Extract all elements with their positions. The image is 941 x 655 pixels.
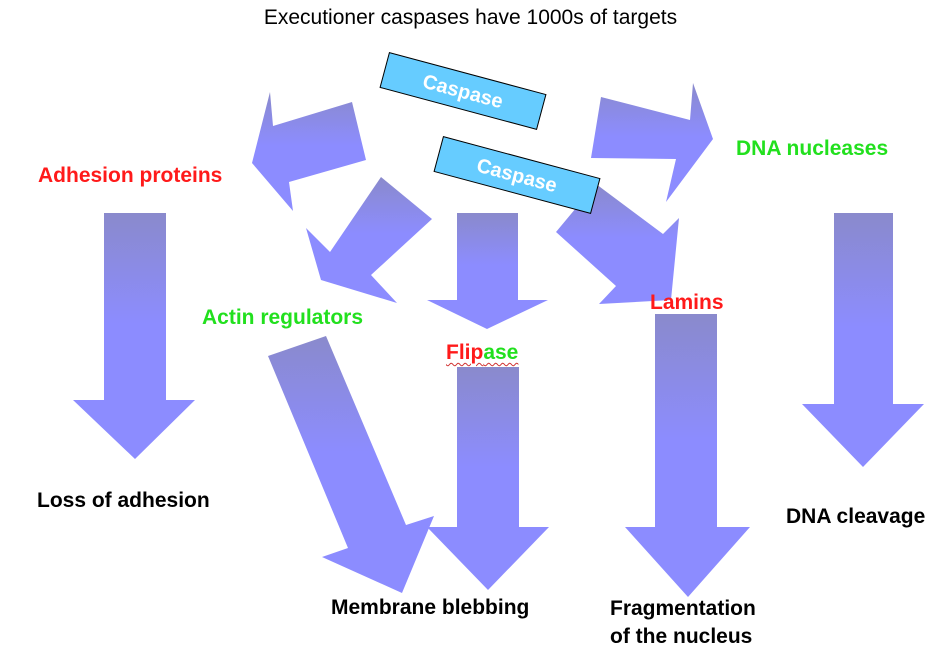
arrow-caspase-to-flipase — [427, 213, 548, 329]
outcome-fragmentation-line2: of the nucleus — [610, 625, 753, 648]
arrow-adhesion-to-loss — [73, 213, 195, 459]
arrow-caspase-to-nucleases — [591, 83, 713, 202]
arrow-lamins-to-fragmentation — [625, 314, 750, 597]
arrow-caspase-to-actin — [306, 177, 432, 303]
label-actin-regulators: Actin regulators — [202, 306, 364, 329]
outcome-loss-of-adhesion: Loss of adhesion — [37, 489, 210, 512]
arrow-flipase-to-blebbing — [427, 367, 549, 590]
caspase-box-1: Caspase — [379, 52, 547, 130]
caspase-box-2: Caspase — [433, 136, 601, 214]
label-adhesion-proteins: Adhesion proteins — [38, 164, 223, 187]
arrow-caspase-to-lamins — [556, 184, 679, 304]
outcome-membrane-blebbing: Membrane blebbing — [331, 596, 530, 619]
arrow-actin-to-blebbing — [268, 336, 434, 593]
outcome-dna-cleavage: DNA cleavage — [786, 505, 926, 528]
diagram-title: Executioner caspases have 1000s of targe… — [263, 6, 678, 29]
label-flipase-ase: ase — [483, 341, 519, 364]
label-dna-nucleases: DNA nucleases — [736, 137, 889, 160]
arrow-caspase-to-adhesion — [252, 92, 366, 211]
outcome-fragmentation-line1: Fragmentation — [610, 597, 756, 620]
label-flipase-flip: Flip — [446, 341, 484, 364]
label-flipase: Flipase — [446, 340, 518, 366]
arrow-nucleases-to-cleavage — [802, 213, 924, 467]
label-lamins: Lamins — [650, 291, 724, 314]
